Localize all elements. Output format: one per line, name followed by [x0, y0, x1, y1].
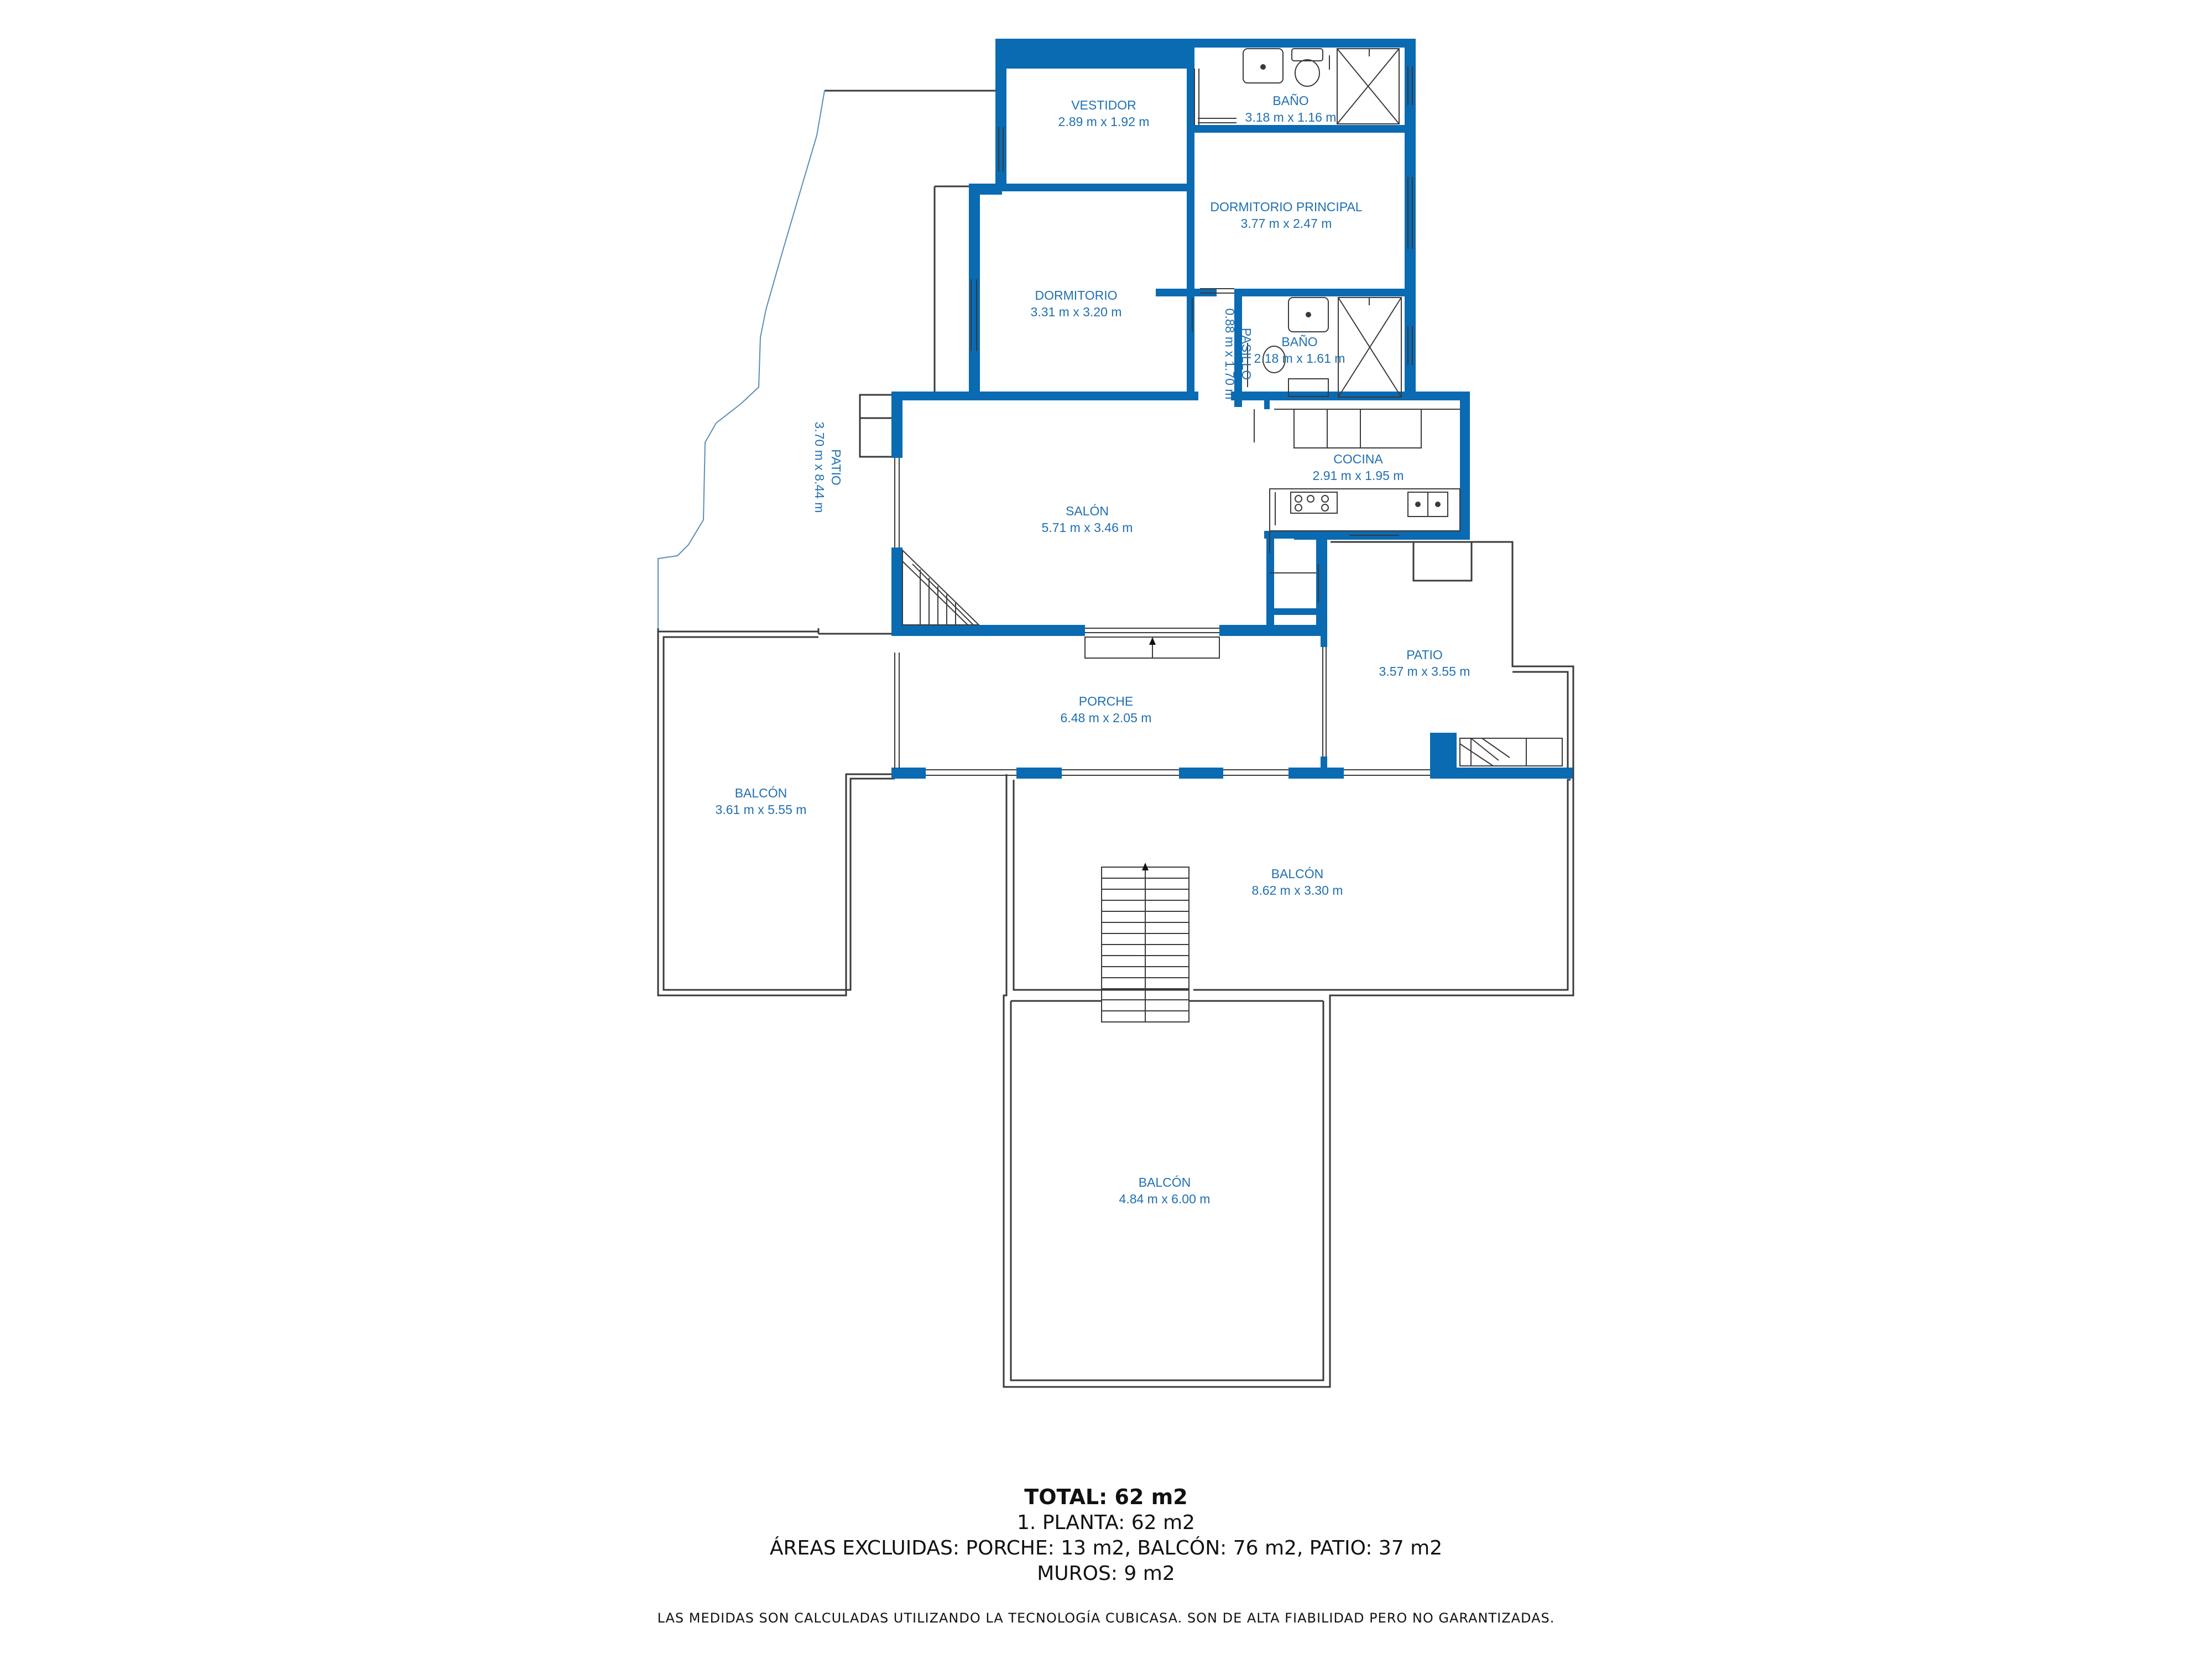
svg-text:3.57 m x 3.55 m: 3.57 m x 3.55 m [1379, 664, 1470, 679]
kitchen-counter-bottom [1269, 488, 1460, 531]
svg-text:3.77 m x 2.47 m: 3.77 m x 2.47 m [1241, 216, 1332, 231]
svg-text:4.84 m x 6.00 m: 4.84 m x 6.00 m [1119, 1192, 1211, 1206]
room-salon: SALÓN [1066, 504, 1109, 518]
balcon-middle-outline [1003, 773, 1574, 1388]
svg-text:3.31 m x 3.20 m: 3.31 m x 3.20 m [1031, 305, 1122, 319]
sink-icon [1243, 48, 1284, 84]
svg-text:3.70 m x 8.44 m: 3.70 m x 8.44 m [812, 422, 827, 513]
stairs-arrow-icon [1142, 863, 1149, 870]
balcon-west-inner [662, 636, 895, 991]
room-dormitorio: DORMITORIO [1035, 288, 1117, 302]
stair-treads [1102, 878, 1189, 1011]
walls-area: MUROS: 9 m2 [1037, 1562, 1175, 1585]
toilet-icon [1291, 48, 1323, 61]
room-bano-2: BAÑO [1281, 335, 1317, 349]
patio-planter [1412, 541, 1473, 582]
shower-icon [1337, 48, 1400, 124]
toilet-icon-2 [1288, 378, 1329, 397]
sink-icon-2 [1288, 297, 1329, 332]
svg-text:2.91 m x 1.95 m: 2.91 m x 1.95 m [1313, 468, 1404, 483]
room-patio-west: PATIO 3.70 m x 8.44 m [812, 422, 843, 513]
stairs [1101, 863, 1190, 1022]
floor-area: 1. PLANTA: 62 m2 [1017, 1511, 1195, 1534]
walls [891, 39, 1573, 779]
salon-corner-stairs [902, 549, 980, 625]
kitchen-counter-top [1293, 409, 1422, 448]
room-labels: VESTIDOR 2.89 m x 1.92 m BAÑO 3.18 m x 1… [716, 93, 1470, 1206]
svg-text:0.88 m x 1.70 m: 0.88 m x 1.70 m [1223, 309, 1237, 400]
room-dormitorio-principal: DORMITORIO PRINCIPAL [1210, 200, 1362, 214]
room-balcon-middle: BALCÓN [1271, 867, 1324, 881]
entrance-arrow-icon [1149, 637, 1156, 645]
room-vestidor: VESTIDOR [1071, 98, 1136, 112]
svg-text:2.89 m x 1.92 m: 2.89 m x 1.92 m [1058, 114, 1150, 129]
room-porche: PORCHE [1079, 694, 1133, 708]
svg-text:6.48 m x 2.05 m: 6.48 m x 2.05 m [1061, 711, 1152, 725]
svg-text:8.62 m x 3.30 m: 8.62 m x 3.30 m [1252, 883, 1343, 898]
outdoor-outlines [657, 90, 1574, 1388]
room-patio-east: PATIO [1406, 648, 1443, 662]
disclaimer: LAS MEDIDAS SON CALCULADAS UTILIZANDO LA… [657, 1610, 1555, 1626]
svg-text:3.18 m x 1.16 m: 3.18 m x 1.16 m [1245, 110, 1337, 124]
balcon-middle-inner [1013, 780, 1189, 991]
room-pasillo: PASILLO 0.88 m x 1.70 m [1223, 309, 1254, 400]
svg-text:5.71 m x 3.46 m: 5.71 m x 3.46 m [1042, 520, 1133, 535]
room-bano-1: BAÑO [1272, 93, 1308, 108]
balcon-west-outline [657, 630, 899, 997]
patio-west-fence [658, 90, 825, 628]
balcon-south-inner [1010, 1001, 1324, 1381]
svg-text:2.18 m x 1.61 m: 2.18 m x 1.61 m [1254, 351, 1345, 366]
svg-text:3.61 m x 5.55 m: 3.61 m x 5.55 m [716, 802, 807, 817]
room-balcon-south: BALCÓN [1139, 1175, 1191, 1190]
total-area: TOTAL: 62 m2 [1024, 1485, 1188, 1509]
stove-icon [1290, 492, 1338, 514]
room-cocina: COCINA [1333, 452, 1383, 466]
patio-bench [1459, 738, 1563, 766]
fixtures [1243, 48, 1460, 531]
room-balcon-west: BALCÓN [735, 786, 787, 800]
excluded-areas: ÁREAS EXCLUIDAS: PORCHE: 13 m2, BALCÓN: … [769, 1537, 1443, 1559]
svg-text:PASILLO: PASILLO [1239, 328, 1254, 380]
svg-text:PATIO: PATIO [829, 449, 843, 486]
